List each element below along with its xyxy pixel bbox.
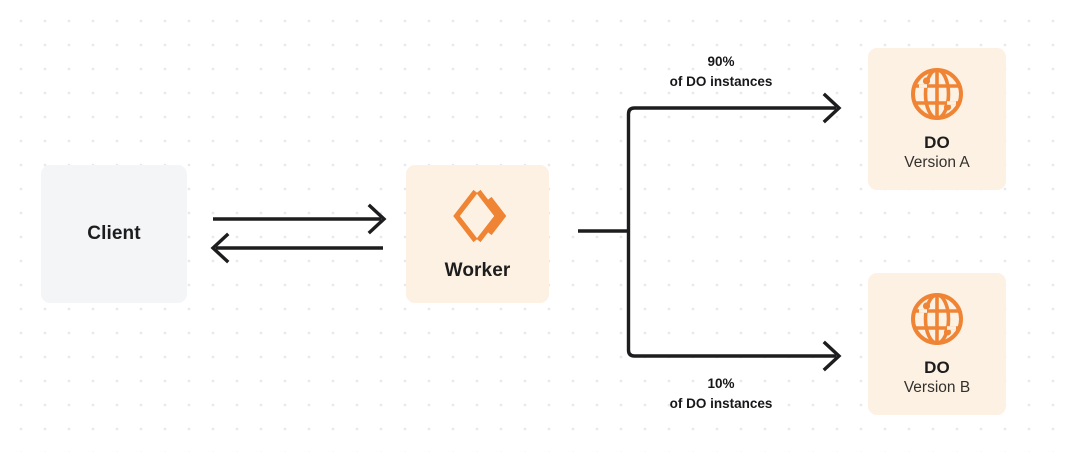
node-do-a-sublabel: Version A: [904, 154, 970, 172]
edge-worker-to-client: [210, 232, 383, 264]
cloudflare-workers-icon: [448, 186, 508, 246]
edge-client-to-worker-arrowhead: [367, 203, 387, 235]
edge-label-bottom-caption: of DO instances: [669, 395, 773, 411]
edge-worker-to-do-b-arrowhead: [822, 340, 842, 372]
edge-label-worker-to-do-a: 90% of DO instances: [612, 52, 830, 91]
edge-worker-to-do-a-line: [626, 106, 836, 231]
node-do-b[interactable]: DO Version B: [868, 273, 1006, 415]
edge-worker-to-client-arrowhead: [210, 232, 230, 264]
node-do-a[interactable]: DO Version A: [868, 48, 1006, 190]
node-worker-label: Worker: [444, 260, 511, 282]
node-do-a-label: DO: [924, 132, 950, 152]
edge-label-bottom-percent: 10%: [707, 376, 735, 391]
edge-worker-to-do-b: [626, 231, 842, 372]
node-do-b-sublabel: Version B: [903, 379, 971, 397]
edge-worker-to-do-b-line: [626, 231, 836, 358]
node-client-label: Client: [87, 223, 141, 245]
node-client[interactable]: Client: [41, 165, 187, 303]
edge-label-top-percent: 90%: [707, 54, 735, 69]
globe-icon: [908, 290, 966, 348]
edge-label-top-caption: of DO instances: [669, 73, 773, 89]
node-worker[interactable]: Worker: [406, 165, 549, 303]
globe-icon: [908, 65, 966, 123]
edge-label-worker-to-do-b: 10% of DO instances: [612, 374, 830, 413]
edge-client-to-worker: [213, 203, 387, 235]
node-do-b-label: DO: [924, 357, 950, 377]
edge-worker-to-do-a: [626, 92, 842, 231]
edge-worker-to-do-a-arrowhead: [822, 92, 842, 124]
